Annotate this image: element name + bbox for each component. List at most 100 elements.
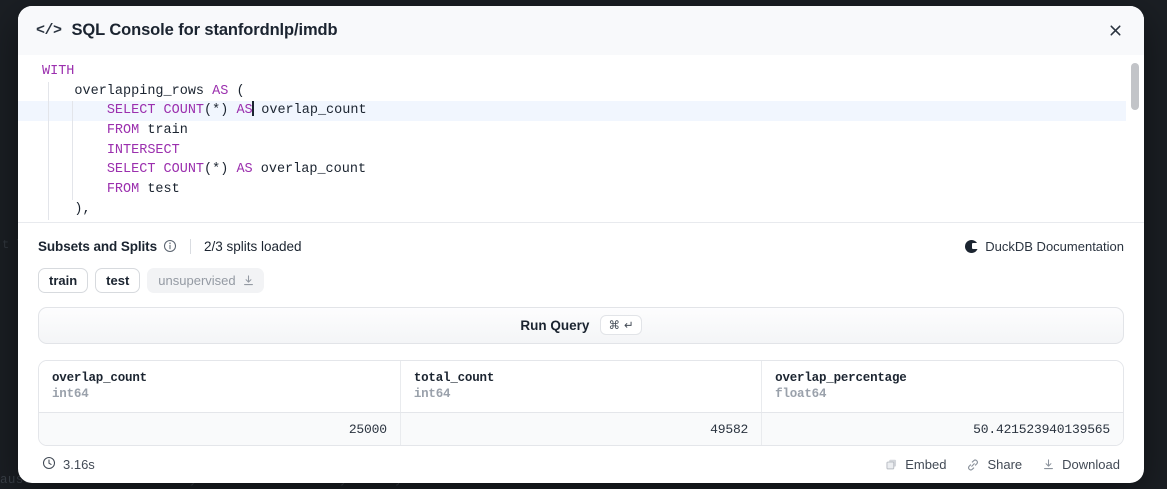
split-chip-train[interactable]: train	[38, 268, 89, 293]
sql-text	[42, 162, 107, 177]
link-icon	[966, 458, 980, 472]
splits-loaded-status: 2/3 splits loaded	[203, 238, 302, 254]
sql-text	[42, 123, 107, 138]
enter-key-glyph: ↵	[623, 320, 634, 333]
column-name: overlap_count	[52, 370, 147, 385]
footer-action-label: Share	[987, 457, 1023, 473]
table-cell: 50.421523940139565	[761, 412, 1123, 446]
sql-keyword: WITH	[42, 64, 75, 79]
editor-vertical-scrollbar[interactable]	[1130, 59, 1140, 218]
sql-code[interactable]: WITH overlapping_rows AS ( SELECT COUNT(…	[18, 55, 1126, 220]
close-icon[interactable]	[1102, 18, 1128, 44]
indent-guide	[48, 81, 49, 102]
splits-title: Subsets and Splits	[38, 238, 157, 254]
sql-text: ),	[42, 201, 91, 217]
sql-text: (*)	[204, 162, 237, 178]
code-line: FROM test	[18, 180, 1126, 200]
sql-text: overlap_count	[253, 103, 367, 119]
indent-guide	[48, 160, 49, 181]
code-line: ),	[18, 199, 1126, 220]
divider	[189, 238, 191, 254]
scrollbar-thumb[interactable]	[1131, 63, 1139, 110]
results-footer: 3.16s Embed Share Download	[38, 446, 1124, 483]
sql-text: test	[139, 182, 180, 198]
indent-guide	[48, 121, 49, 141]
table-cell: 49582	[400, 412, 763, 446]
duckdb-logo-icon	[965, 239, 980, 253]
sql-keyword: FROM	[106, 182, 140, 198]
split-chip-label: train	[49, 273, 78, 288]
splits-header: Subsets and Splits 2/3 splits loaded Duc…	[38, 235, 1124, 257]
sql-keyword: SELECT COUNT	[106, 162, 205, 178]
download-icon[interactable]	[242, 274, 255, 287]
column-type: float64	[775, 386, 827, 401]
split-chip-unsupervised[interactable]: unsupervised	[147, 268, 264, 293]
indent-guide	[72, 140, 73, 161]
sql-text: overlap_count	[252, 162, 367, 178]
indent-guide	[48, 101, 49, 122]
info-icon[interactable]	[163, 239, 177, 253]
code-line: INTERSECT	[18, 140, 1126, 161]
page-title: SQL Console for stanfordnlp/imdb	[71, 21, 338, 39]
indent-guide	[48, 199, 49, 220]
column-name: total_count	[413, 370, 495, 385]
column-type: int64	[52, 386, 89, 401]
text-caret	[252, 101, 254, 117]
sql-text	[42, 182, 107, 197]
indent-guide	[72, 121, 73, 141]
sql-text: overlapping_rows	[42, 83, 213, 99]
sql-keyword: AS	[236, 103, 253, 119]
run-query-label: Run Query	[520, 317, 590, 333]
indent-guide	[48, 180, 49, 200]
indent-guide	[72, 101, 73, 122]
sql-console-modal: </> SQL Console for stanfordnlp/imdb WIT…	[18, 6, 1144, 483]
code-line: FROM train	[18, 121, 1126, 141]
code-icon: </>	[36, 22, 62, 39]
footer-actions: Embed Share Download	[885, 457, 1120, 472]
duration-label: 3.16s	[63, 457, 95, 473]
sql-keyword: FROM	[106, 123, 140, 139]
split-chip-test[interactable]: test	[95, 268, 141, 293]
run-query-shortcut-badge: ⌘ ↵	[600, 315, 642, 336]
split-chip-label: test	[106, 273, 130, 288]
indent-guide	[72, 180, 73, 200]
footer-action-download[interactable]: Download	[1042, 457, 1120, 472]
sql-editor[interactable]: WITH overlapping_rows AS ( SELECT COUNT(…	[18, 55, 1144, 223]
sql-keyword: INTERSECT	[106, 142, 180, 158]
table-cell: 25000	[39, 412, 401, 446]
sql-text	[42, 103, 107, 118]
column-type: int64	[413, 386, 451, 401]
sql-text	[42, 143, 107, 158]
duckdb-documentation-link[interactable]: DuckDB Documentation	[965, 239, 1124, 254]
indent-guide	[72, 160, 73, 181]
sql-keyword: SELECT COUNT	[106, 103, 205, 119]
cmd-key-glyph: ⌘	[608, 320, 620, 333]
sql-keyword: AS	[236, 162, 253, 178]
split-chip-list: train test unsupervised	[38, 268, 1124, 293]
duckdb-documentation-label: DuckDB Documentation	[985, 238, 1124, 254]
code-line: SELECT COUNT(*) AS overlap_count	[18, 101, 1126, 122]
footer-action-embed[interactable]: Embed	[885, 457, 946, 472]
subsets-and-splits-section: Subsets and Splits 2/3 splits loaded Duc…	[18, 223, 1144, 293]
split-chip-label: unsupervised	[158, 273, 236, 288]
copy-icon	[885, 458, 898, 471]
download-icon	[1042, 458, 1055, 471]
query-duration: 3.16s	[42, 456, 95, 473]
footer-action-label: Embed	[905, 457, 947, 473]
editor-gutter	[18, 55, 24, 222]
footer-action-share[interactable]: Share	[966, 457, 1022, 472]
indent-guide	[48, 140, 49, 161]
sql-text: (*)	[204, 103, 237, 119]
code-line: overlapping_rows AS (	[18, 81, 1126, 102]
run-query-button[interactable]: Run Query ⌘ ↵	[38, 307, 1124, 344]
sql-text: (	[228, 83, 245, 99]
clock-icon	[42, 456, 56, 473]
